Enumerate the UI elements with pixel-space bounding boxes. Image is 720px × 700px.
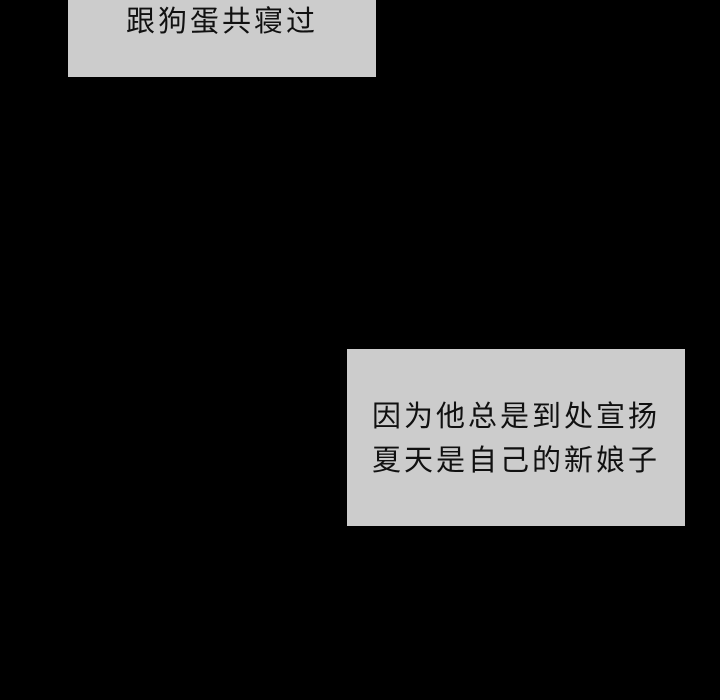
- caption-text-line-1: 因为他总是到处宣扬: [371, 398, 660, 433]
- caption-box-top: 跟狗蛋共寝过: [68, 0, 376, 77]
- caption-box-bottom: 因为他总是到处宣扬 夏天是自己的新娘子: [347, 349, 685, 526]
- caption-text-line-2: 夏天是自己的新娘子: [371, 442, 660, 477]
- caption-text: 跟狗蛋共寝过: [125, 4, 318, 38]
